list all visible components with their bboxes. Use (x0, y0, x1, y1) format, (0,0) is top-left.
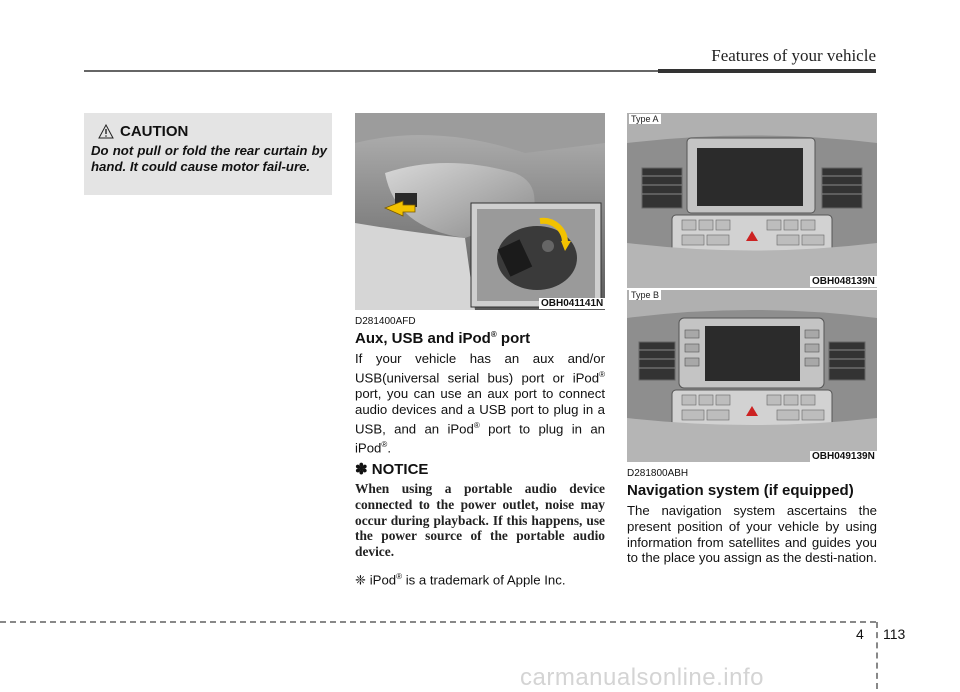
type-a-label: Type A (629, 114, 661, 124)
aux-body-4: . (387, 440, 391, 456)
footnote-end: is a trademark of Apple Inc. (402, 572, 566, 588)
type-b-label: Type B (629, 290, 662, 300)
aux-body-sup-1: ® (599, 369, 605, 379)
nav-a-image-code: OBH048139N (810, 276, 877, 287)
aux-body-3: port to plug in an iPod (355, 420, 605, 456)
aux-section-title: Aux, USB and iPod® port (355, 330, 530, 347)
trademark-footnote: ❈ iPod® is a trademark of Apple Inc. (355, 572, 566, 588)
nav-section-body: The navigation system ascertains the pre… (627, 503, 877, 566)
navigation-type-b-photo (627, 290, 877, 462)
aux-section-body: If your vehicle has an aux and/or USB(un… (355, 351, 605, 456)
notice-title: ✽ NOTICE (355, 461, 429, 478)
aux-section-code: D281400AFD (355, 316, 416, 327)
page-header-title: Features of your vehicle (711, 46, 876, 65)
header-rule (84, 70, 876, 72)
watermark: carmanualsonline.info (520, 664, 764, 691)
footnote-sup: ® (396, 572, 403, 581)
caution-header: CAUTION (98, 123, 188, 140)
warning-triangle-icon (98, 124, 114, 139)
aux-title-sup: ® (490, 330, 497, 339)
footnote-main: iPod (366, 572, 397, 588)
aux-body-sup-3: ® (381, 439, 388, 449)
navigation-type-a-photo (627, 113, 877, 288)
notice-text: When using a portable audio device conne… (355, 481, 605, 560)
header-rule-accent (658, 69, 876, 73)
aux-usb-port-photo (355, 113, 605, 310)
nav-section-title: Navigation system (if equipped) (627, 482, 854, 499)
caution-title: CAUTION (120, 123, 189, 140)
footer-rule (0, 621, 876, 623)
aux-image-code: OBH041141N (539, 298, 606, 309)
caution-box: CAUTION Do not pull or fold the rear cur… (84, 113, 332, 195)
aux-title-end: port (496, 330, 531, 347)
footnote-symbol: ❈ (355, 572, 367, 588)
aux-body-1: If your vehicle has an aux and/or USB(un… (355, 351, 605, 386)
aux-body-sup-2: ® (473, 420, 480, 430)
chapter-number: 4 (856, 626, 864, 642)
nav-section-code: D281800ABH (627, 468, 689, 479)
nav-b-image-code: OBH049139N (810, 451, 877, 462)
aux-body-2: port, you can use an aux port to connect… (355, 385, 605, 436)
caution-text: Do not pull or fold the rear curtain by … (91, 143, 327, 174)
aux-title-main: Aux, USB and iPod (355, 330, 491, 347)
page-number: 113 (883, 626, 906, 642)
footer-divider (876, 622, 878, 689)
